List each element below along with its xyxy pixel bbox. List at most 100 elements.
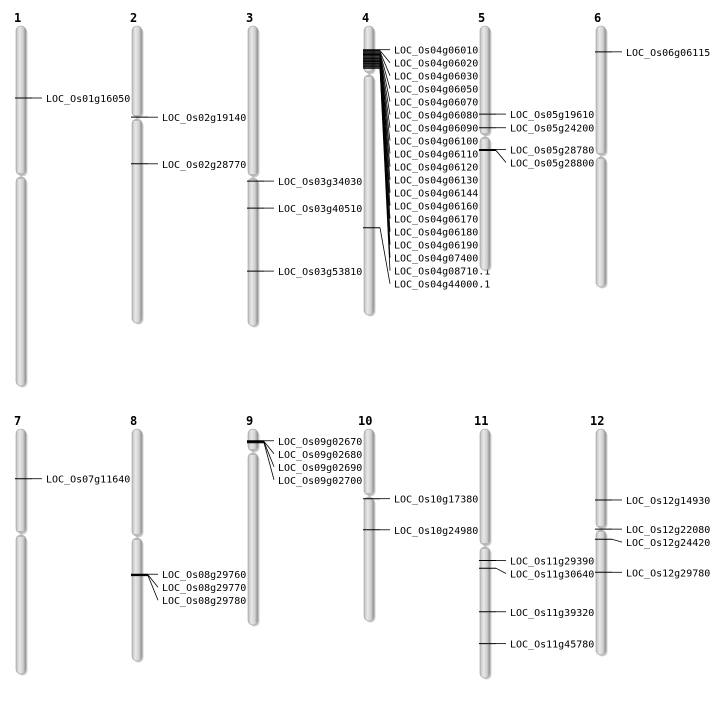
chromosome-bar (131, 428, 144, 663)
chromosome-4: 4LOC_Os04g06010.1LOC_Os04g06020.1LOC_Os0… (362, 11, 490, 317)
gene-label: LOC_Os04g06170.1 (394, 215, 490, 226)
chromosome-label: 3 (246, 11, 253, 25)
gene-marker: LOC_Os05g19610.1 (479, 110, 606, 121)
chromosome-bar (595, 25, 608, 289)
gene-connector (147, 575, 159, 601)
chromosome-bar (363, 428, 376, 623)
gene-marker: LOC_Os10g24980.1 (363, 526, 490, 537)
gene-marker: LOC_Os08g29780.1 (131, 575, 258, 607)
chromosome-3: 3LOC_Os03g34030.1LOC_Os03g40510.1LOC_Os0… (246, 11, 374, 328)
gene-label: LOC_Os06g06115.1 (626, 48, 712, 59)
gene-marker: LOC_Os04g06050.1 (363, 52, 490, 96)
gene-marker: LOC_Os12g14930.1 (595, 496, 712, 507)
gene-label: LOC_Os08g29770.1 (162, 583, 258, 594)
gene-label: LOC_Os04g06160.1 (394, 202, 490, 213)
centromere (480, 543, 490, 549)
centromere (248, 174, 258, 180)
gene-marker: LOC_Os02g19140.1 (131, 113, 258, 124)
gene-label: LOC_Os02g19140.1 (162, 113, 258, 124)
gene-marker: LOC_Os02g28770.1 (131, 160, 258, 171)
centromere (132, 534, 142, 540)
chromosome-12: 12LOC_Os12g14930.1LOC_Os12g22080.1LOC_Os… (590, 414, 712, 657)
gene-label: LOC_Os01g16050.1 (46, 94, 142, 105)
gene-marker: LOC_Os04g06020.1 (363, 50, 490, 70)
chromosome-label: 8 (130, 414, 137, 428)
gene-marker: LOC_Os03g53810.1 (247, 267, 374, 278)
gene-marker: LOC_Os11g30640.1 (479, 567, 606, 580)
centromere (480, 133, 490, 139)
gene-marker: LOC_Os03g40510.1 (247, 204, 374, 215)
gene-label: LOC_Os12g22080.1 (626, 525, 712, 536)
gene-label: LOC_Os04g06130.1 (394, 176, 490, 187)
gene-marker: LOC_Os11g45780.1 (479, 640, 606, 651)
chromosome-label: 7 (14, 414, 21, 428)
gene-label: LOC_Os03g40510.1 (278, 204, 374, 215)
chromosome-bar (479, 428, 492, 680)
gene-connector (379, 53, 391, 102)
gene-label: LOC_Os05g24200.1 (510, 124, 606, 135)
chromosome-label: 5 (478, 11, 485, 25)
gene-marker: LOC_Os09g02680.1 (247, 440, 374, 461)
gene-label: LOC_Os04g06190.1 (394, 241, 490, 252)
chromosome-5: 5LOC_Os05g19610.1LOC_Os05g24200.1LOC_Os0… (478, 11, 606, 272)
centromere (16, 173, 26, 179)
gene-marker: LOC_Os09g02700.1 (247, 442, 374, 487)
gene-marker: LOC_Os04g06080.1 (363, 54, 490, 122)
gene-connector (495, 567, 507, 574)
chromosome-bar (363, 25, 376, 317)
chromosome-bar (15, 25, 28, 388)
gene-connector (147, 574, 159, 588)
gene-connector (379, 227, 391, 284)
gene-marker: LOC_Os05g28800.1 (479, 149, 606, 169)
gene-marker: LOC_Os03g34030.1 (247, 177, 374, 188)
gene-marker: LOC_Os01g16050.1 (15, 94, 142, 105)
gene-marker: LOC_Os04g06030.1 (363, 51, 490, 83)
gene-label: LOC_Os12g24420.1 (626, 538, 712, 549)
chromosome-bar (247, 25, 260, 328)
chromosome-bar (15, 428, 28, 676)
gene-marker: LOC_Os07g11640.1 (15, 475, 142, 486)
gene-label: LOC_Os04g08710.1 (394, 267, 490, 278)
gene-label: LOC_Os12g29780.1 (626, 568, 712, 579)
gene-marker: LOC_Os12g24420.1 (595, 538, 712, 549)
gene-connector (379, 68, 391, 271)
gene-label: LOC_Os10g24980.1 (394, 526, 490, 537)
gene-label: LOC_Os09g02670.1 (278, 437, 374, 448)
gene-label: LOC_Os11g30640.1 (510, 569, 606, 580)
gene-marker: LOC_Os08g29770.1 (131, 574, 258, 594)
gene-label: LOC_Os09g02680.1 (278, 450, 374, 461)
gene-label: LOC_Os04g06020.1 (394, 59, 490, 70)
chromosome-label: 10 (358, 414, 372, 428)
gene-label: LOC_Os09g02700.1 (278, 476, 374, 487)
gene-marker: LOC_Os06g06115.1 (595, 48, 712, 59)
gene-connector (263, 441, 275, 467)
gene-label: LOC_Os05g28800.1 (510, 158, 606, 169)
chromosome-11: 11LOC_Os11g29390.1LOC_Os11g30640.1LOC_Os… (474, 414, 606, 680)
chromosome-label: 12 (590, 414, 604, 428)
gene-marker: LOC_Os05g24200.1 (479, 124, 606, 135)
gene-label: LOC_Os11g29390.1 (510, 556, 606, 567)
chromosome-bar (131, 25, 144, 325)
gene-label: LOC_Os12g14930.1 (626, 496, 712, 507)
gene-marker: LOC_Os04g44000.1 (363, 227, 490, 291)
chromosome-label: 9 (246, 414, 253, 428)
chromosome-bar (595, 428, 608, 657)
gene-label: LOC_Os10g17380.1 (394, 495, 490, 506)
gene-label: LOC_Os04g06090.1 (394, 124, 490, 135)
gene-marker: LOC_Os04g06010.1 (363, 46, 490, 57)
chromosome-bar (479, 25, 492, 272)
gene-label: LOC_Os03g34030.1 (278, 177, 374, 188)
gene-label: LOC_Os04g06050.1 (394, 85, 490, 96)
gene-label: LOC_Os04g07400.1 (394, 254, 490, 265)
gene-marker: LOC_Os11g39320.1 (479, 608, 606, 619)
gene-label: LOC_Os02g28770.1 (162, 160, 258, 171)
centromere (16, 531, 26, 537)
gene-label: LOC_Os04g44000.1 (394, 280, 490, 291)
chromosome-label: 1 (14, 11, 21, 25)
gene-marker: LOC_Os08g29760.1 (131, 570, 258, 581)
centromere (364, 493, 374, 499)
